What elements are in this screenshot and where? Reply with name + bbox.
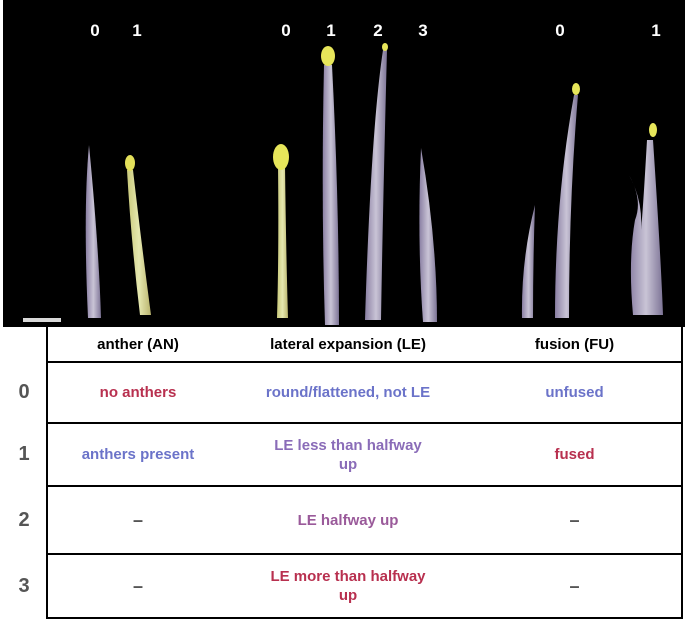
specimen-an-1: [127, 170, 151, 315]
column-header-fusion: fusion (FU): [534, 336, 615, 353]
table-divider: [46, 361, 683, 363]
specimen-le-0: [277, 165, 288, 318]
scoring-table: anther (AN) lateral expansion (LE) fusio…: [0, 327, 685, 622]
specimen-le-1: [322, 65, 339, 325]
label-le-3: 3: [418, 21, 427, 40]
label-le-1: 1: [326, 21, 335, 40]
anther-bulb: [321, 46, 335, 66]
table-border-bottom: [46, 617, 683, 619]
cell-lateral-expansion: LE more than halfway up: [270, 568, 426, 604]
anther-bulb: [382, 43, 388, 51]
label-fu-1: 1: [651, 21, 660, 40]
cell-anther: no anthers: [99, 384, 177, 401]
row-index: 1: [18, 443, 30, 465]
specimen-illustration: 0 1 0 1 2 3 0 1: [23, 21, 663, 325]
cell-anther: –: [132, 509, 143, 530]
specimen-le-3: [419, 148, 437, 322]
cell-anther: –: [132, 575, 143, 596]
scale-bar: [23, 318, 61, 322]
specimen-le-2: [365, 50, 387, 320]
column-header-anther: anther (AN): [97, 336, 179, 353]
cell-fusion: fused: [554, 446, 595, 463]
label-an-1: 1: [132, 21, 141, 40]
anther-bulb: [572, 83, 580, 95]
table-divider: [46, 485, 683, 487]
specimen-fu-0: [555, 95, 578, 318]
anther-bulb: [125, 155, 135, 171]
cell-lateral-expansion: round/flattened, not LE: [265, 384, 431, 401]
row-index: 2: [18, 508, 30, 531]
cell-lateral-expansion: LE halfway up: [297, 511, 399, 529]
specimen-fu-0-side: [521, 205, 535, 318]
label-fu-0: 0: [555, 21, 564, 40]
row-index: 0: [18, 381, 30, 403]
table-divider-vertical: [46, 327, 48, 618]
cell-fusion: –: [569, 575, 580, 596]
cell-anther: anthers present: [81, 446, 195, 463]
table-border-right: [681, 327, 683, 618]
anther-bulb: [649, 123, 657, 137]
specimen-an-0: [85, 145, 101, 318]
row-index: 3: [18, 574, 30, 597]
cell-lateral-expansion: LE less than halfway up: [274, 436, 422, 473]
anther-bulb: [273, 144, 289, 170]
table-divider: [46, 553, 683, 555]
label-le-2: 2: [373, 21, 382, 40]
cell-fusion: –: [569, 509, 580, 530]
specimen-fu-1: [629, 140, 663, 315]
label-an-0: 0: [90, 21, 99, 40]
label-le-0: 0: [281, 21, 290, 40]
specimen-photo: 0 1 0 1 2 3 0 1: [3, 0, 685, 327]
table-divider: [46, 422, 683, 424]
cell-fusion: unfused: [545, 384, 604, 401]
column-header-lateral-expansion: lateral expansion (LE): [270, 336, 426, 353]
